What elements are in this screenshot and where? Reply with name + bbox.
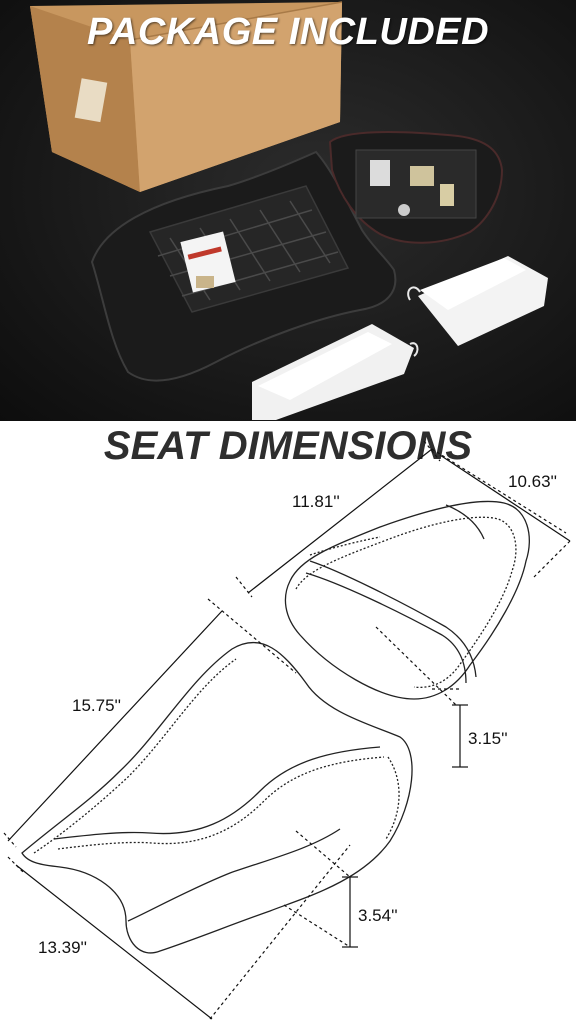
rear-seat-drawing — [284, 500, 530, 700]
rear-seat-length-label: 11.81'' — [292, 492, 340, 511]
front-seat-height-label: 3.54'' — [358, 906, 398, 925]
cardboard-box — [30, 1, 343, 192]
rear-seat-width-label: 10.63'' — [508, 472, 558, 491]
package-photo: PACKAGE INCLUDED — [0, 0, 576, 421]
front-seat-width-label: 13.39'' — [38, 938, 88, 957]
rear-seat-height-label: 3.15'' — [468, 729, 508, 748]
rear-seat-base — [328, 131, 504, 244]
storage-bags — [252, 256, 548, 420]
dimension-diagram — [3, 440, 571, 1020]
package-included-title: PACKAGE INCLUDED — [86, 11, 490, 53]
front-seat-length-label: 15.75'' — [72, 696, 122, 715]
front-seat-base — [90, 150, 397, 382]
seat-dimensions-title: SEAT DIMENSIONS — [103, 424, 473, 468]
front-seat-drawing — [21, 641, 413, 954]
